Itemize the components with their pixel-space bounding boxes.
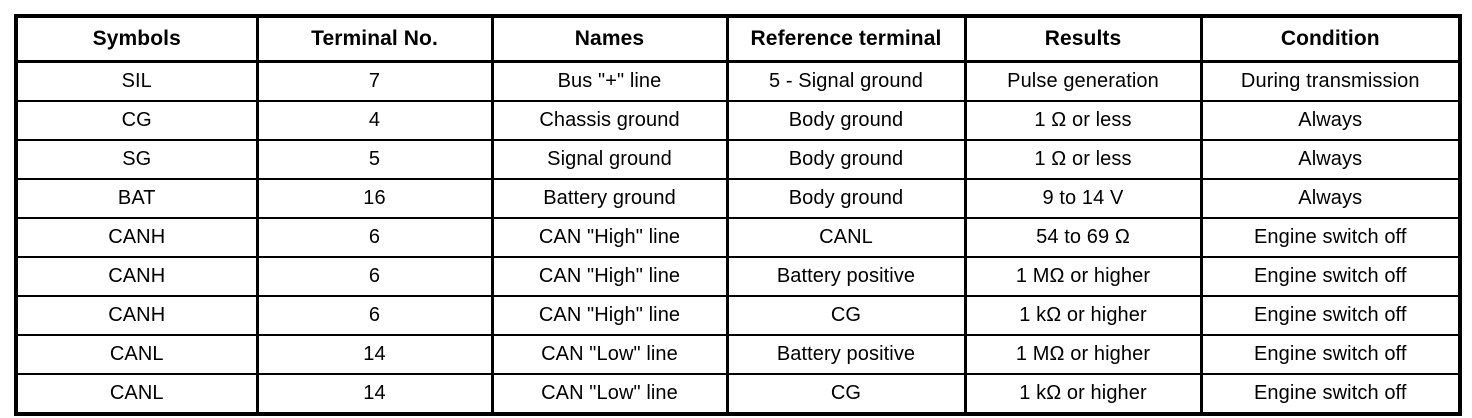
cell-names: CAN "High" line [490, 217, 729, 258]
table-row: SG 5 Signal ground Body ground 1 Ω or le… [14, 139, 1462, 180]
header-rule-cell [490, 60, 729, 63]
table-row: BAT 16 Battery ground Body ground 9 to 1… [14, 178, 1462, 219]
header-rule-cell [963, 60, 1203, 63]
cell-condition: Always [1199, 139, 1462, 180]
column-header-symbols: Symbols [14, 15, 259, 63]
table-row: CANL 14 CAN "Low" line CG 1 kΩ or higher… [14, 373, 1462, 415]
cell-names: Signal ground [490, 139, 729, 180]
cell-condition: During transmission [1199, 63, 1462, 102]
table-header-row: Symbols Terminal No. Names Reference ter… [14, 15, 1462, 63]
table-body: SIL 7 Bus "+" line 5 - Signal ground Pul… [14, 63, 1462, 415]
cell-results: Pulse generation [963, 63, 1203, 102]
cell-terminal-no: 7 [255, 63, 494, 102]
column-header-results: Results [963, 15, 1203, 63]
cell-names: Bus "+" line [490, 63, 729, 102]
table-header: Symbols Terminal No. Names Reference ter… [14, 15, 1462, 63]
cell-results: 1 kΩ or higher [963, 373, 1203, 415]
cell-reference-terminal: Battery positive [725, 334, 967, 375]
cell-symbols: SIL [14, 63, 259, 102]
column-header-terminal-no: Terminal No. [255, 15, 494, 63]
cell-results: 1 Ω or less [963, 139, 1203, 180]
cell-reference-terminal: 5 - Signal ground [725, 63, 967, 102]
cell-results: 1 Ω or less [963, 100, 1203, 141]
cell-symbols: CANH [14, 295, 259, 336]
terminal-specification-table-container: Symbols Terminal No. Names Reference ter… [14, 14, 1462, 416]
cell-names: CAN "Low" line [490, 373, 729, 415]
cell-results: 54 to 69 Ω [963, 217, 1203, 258]
cell-reference-terminal: Body ground [725, 178, 967, 219]
cell-symbols: CANL [14, 373, 259, 415]
cell-terminal-no: 4 [255, 100, 494, 141]
cell-results: 1 MΩ or higher [963, 256, 1203, 297]
cell-reference-terminal: CG [725, 295, 967, 336]
cell-condition: Always [1199, 178, 1462, 219]
cell-results: 1 kΩ or higher [963, 295, 1203, 336]
column-header-reference-terminal: Reference terminal [725, 15, 967, 63]
cell-symbols: SG [14, 139, 259, 180]
table-row: CANL 14 CAN "Low" line Battery positive … [14, 334, 1462, 375]
column-header-names: Names [490, 15, 729, 63]
table-row: CANH 6 CAN "High" line CANL 54 to 69 Ω E… [14, 217, 1462, 258]
cell-results: 9 to 14 V [963, 178, 1203, 219]
cell-terminal-no: 16 [255, 178, 494, 219]
cell-condition: Always [1199, 100, 1462, 141]
header-rule-cell [1199, 60, 1462, 63]
cell-names: CAN "High" line [490, 295, 729, 336]
cell-symbols: BAT [14, 178, 259, 219]
cell-terminal-no: 6 [255, 256, 494, 297]
cell-names: CAN "Low" line [490, 334, 729, 375]
cell-symbols: CG [14, 100, 259, 141]
cell-reference-terminal: Body ground [725, 139, 967, 180]
header-rule-cell [725, 60, 967, 63]
cell-results: 1 MΩ or higher [963, 334, 1203, 375]
cell-symbols: CANH [14, 256, 259, 297]
cell-condition: Engine switch off [1199, 295, 1462, 336]
header-rule-cell [14, 60, 259, 63]
table-row: CG 4 Chassis ground Body ground 1 Ω or l… [14, 100, 1462, 141]
cell-reference-terminal: Body ground [725, 100, 967, 141]
cell-condition: Engine switch off [1199, 256, 1462, 297]
cell-terminal-no: 5 [255, 139, 494, 180]
cell-names: Battery ground [490, 178, 729, 219]
table-row: CANH 6 CAN "High" line Battery positive … [14, 256, 1462, 297]
cell-symbols: CANH [14, 217, 259, 258]
cell-condition: Engine switch off [1199, 373, 1462, 415]
header-rule-cell [255, 60, 494, 63]
cell-condition: Engine switch off [1199, 217, 1462, 258]
table-row: CANH 6 CAN "High" line CG 1 kΩ or higher… [14, 295, 1462, 336]
header-double-rule [14, 60, 1462, 63]
cell-reference-terminal: CANL [725, 217, 967, 258]
cell-reference-terminal: Battery positive [725, 256, 967, 297]
cell-reference-terminal: CG [725, 373, 967, 415]
cell-terminal-no: 14 [255, 373, 494, 415]
cell-terminal-no: 6 [255, 295, 494, 336]
cell-names: Chassis ground [490, 100, 729, 141]
cell-condition: Engine switch off [1199, 334, 1462, 375]
cell-terminal-no: 6 [255, 217, 494, 258]
terminal-specification-table: Symbols Terminal No. Names Reference ter… [14, 14, 1462, 416]
cell-symbols: CANL [14, 334, 259, 375]
cell-terminal-no: 14 [255, 334, 494, 375]
cell-names: CAN "High" line [490, 256, 729, 297]
table-row: SIL 7 Bus "+" line 5 - Signal ground Pul… [14, 63, 1462, 102]
column-header-condition: Condition [1199, 15, 1462, 63]
